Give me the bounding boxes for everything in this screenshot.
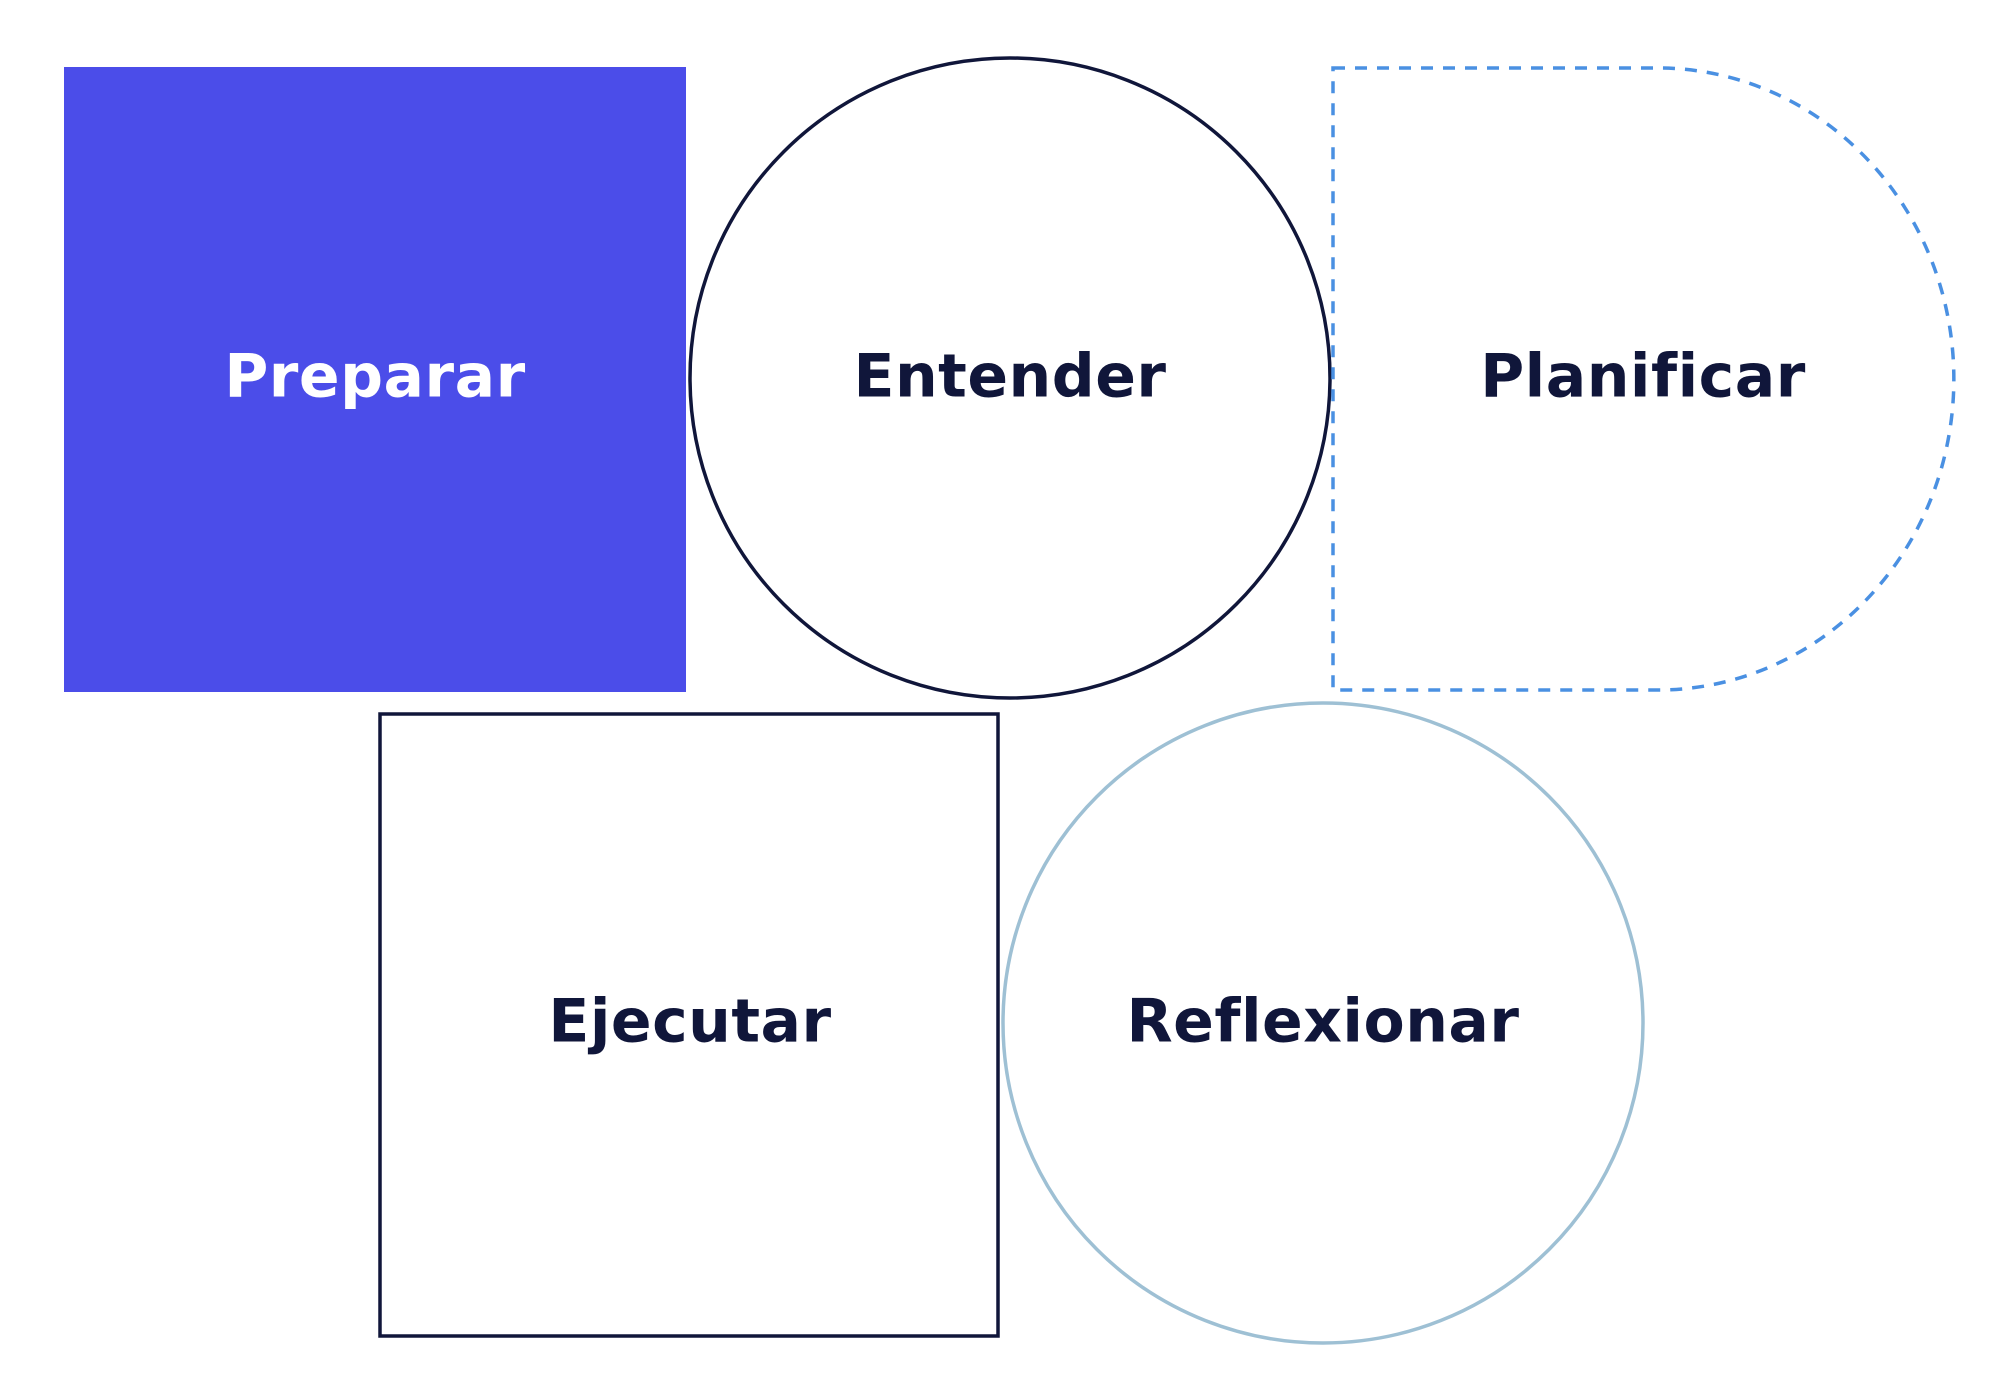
entender-label: Entender: [853, 342, 1166, 412]
stage-entender: Entender: [688, 56, 1332, 700]
reflexionar-shape: [1001, 701, 1645, 1345]
entender-shape: [688, 56, 1332, 700]
stage-reflexionar: Reflexionar: [1001, 701, 1645, 1345]
preparar-label: Preparar: [224, 342, 525, 412]
stage-ejecutar: Ejecutar: [378, 712, 1000, 1338]
stage-preparar: Preparar: [64, 67, 686, 692]
preparar-shape: [64, 67, 686, 692]
stage-planificar: Planificar: [1331, 66, 1956, 692]
planificar-label: Planificar: [1480, 342, 1806, 412]
ejecutar-label: Ejecutar: [548, 987, 831, 1057]
ejecutar-shape: [378, 712, 1000, 1338]
planificar-shape: [1331, 66, 1956, 692]
reflexionar-label: Reflexionar: [1126, 987, 1519, 1057]
